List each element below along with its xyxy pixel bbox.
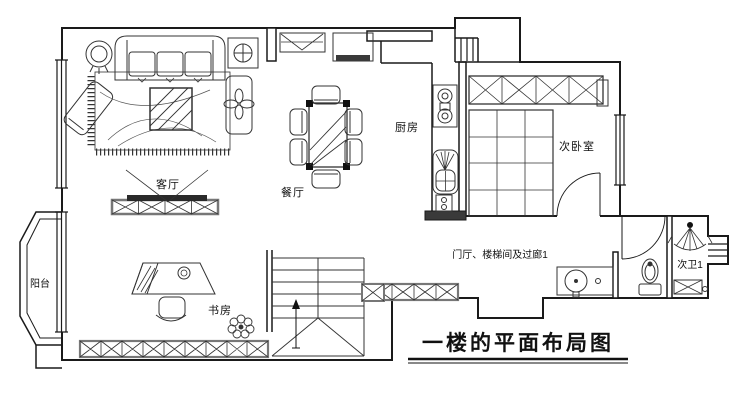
study (78, 262, 270, 359)
floor-lamp (85, 40, 113, 74)
bed (468, 109, 554, 217)
drawing-title: 一楼的平面布局图 (408, 331, 628, 364)
wc-door (621, 215, 666, 260)
floor-plant (227, 314, 255, 339)
stove (432, 84, 458, 128)
kitchen-niche-wall (380, 41, 433, 211)
kitchen-bottom-wall (424, 210, 467, 221)
sofa (114, 35, 226, 83)
bedroom (468, 75, 609, 217)
desk (131, 262, 216, 295)
desk-plant (177, 266, 191, 280)
dining-chairs (289, 85, 363, 189)
tv-cabinet (110, 169, 220, 216)
stair-up-arrow (292, 299, 300, 349)
dining-room-label: 餐厅 (281, 185, 305, 199)
bedside-table (596, 79, 609, 107)
title-text: 一楼的平面布局图 (422, 331, 614, 355)
bedroom-window (614, 114, 626, 186)
wardrobe (468, 75, 604, 105)
stair-side-box (361, 283, 385, 302)
bath-divider-wall (666, 215, 673, 299)
living-room-label: 客厅 (156, 177, 180, 191)
balcony-door-window (55, 211, 68, 333)
sink (432, 149, 459, 195)
staircase (271, 257, 385, 357)
study-label: 书房 (208, 304, 232, 317)
tv-view-lines (125, 169, 209, 203)
study-cabinet (78, 339, 270, 359)
washbasin-counter (556, 266, 614, 298)
shower (667, 222, 713, 251)
bedroom-label: 次卧室 (559, 139, 595, 153)
bathroom-label: 次卫1 (677, 258, 703, 271)
desk-chair (155, 296, 187, 322)
living-room (63, 35, 259, 216)
wall-pier-living-dining (266, 27, 277, 62)
balcony-step-wall (35, 345, 62, 369)
bathroom-window (708, 243, 728, 257)
kitchen-bedroom-divider-wall (458, 61, 467, 217)
hall-label: 门厅、楼梯间及过廊1 (452, 248, 548, 261)
dining-room (279, 32, 374, 189)
rug (87, 71, 231, 156)
top-step-window (460, 38, 474, 61)
bath-cabinet (673, 279, 708, 295)
room-labels: 客厅 餐厅 厨房 次卧室 次卫1 门厅、楼梯间及过廊1 书房 阳台 (30, 121, 703, 317)
cabinet-top (279, 32, 326, 53)
stair-left-wall (266, 250, 273, 332)
bedroom-door (556, 172, 601, 217)
balcony-label: 阳台 (30, 277, 50, 290)
side-table (227, 37, 259, 69)
walls (35, 17, 729, 369)
living-room-window (55, 59, 68, 189)
kitchen (432, 84, 459, 212)
kitchen-label: 厨房 (395, 121, 419, 134)
dining-table (306, 100, 350, 170)
kitchen-top-wall (366, 30, 433, 42)
tv (127, 195, 207, 201)
kitchen-base-cabinet (435, 194, 453, 212)
toilet (638, 258, 662, 296)
chaise-chair (223, 75, 255, 135)
loveseat (63, 81, 114, 136)
bathroom (667, 222, 713, 295)
balcony-outline (19, 211, 62, 346)
sideboard (332, 32, 374, 62)
wc-left-wall (612, 251, 619, 299)
top-step-wall (454, 28, 520, 63)
coffee-table (149, 87, 193, 131)
